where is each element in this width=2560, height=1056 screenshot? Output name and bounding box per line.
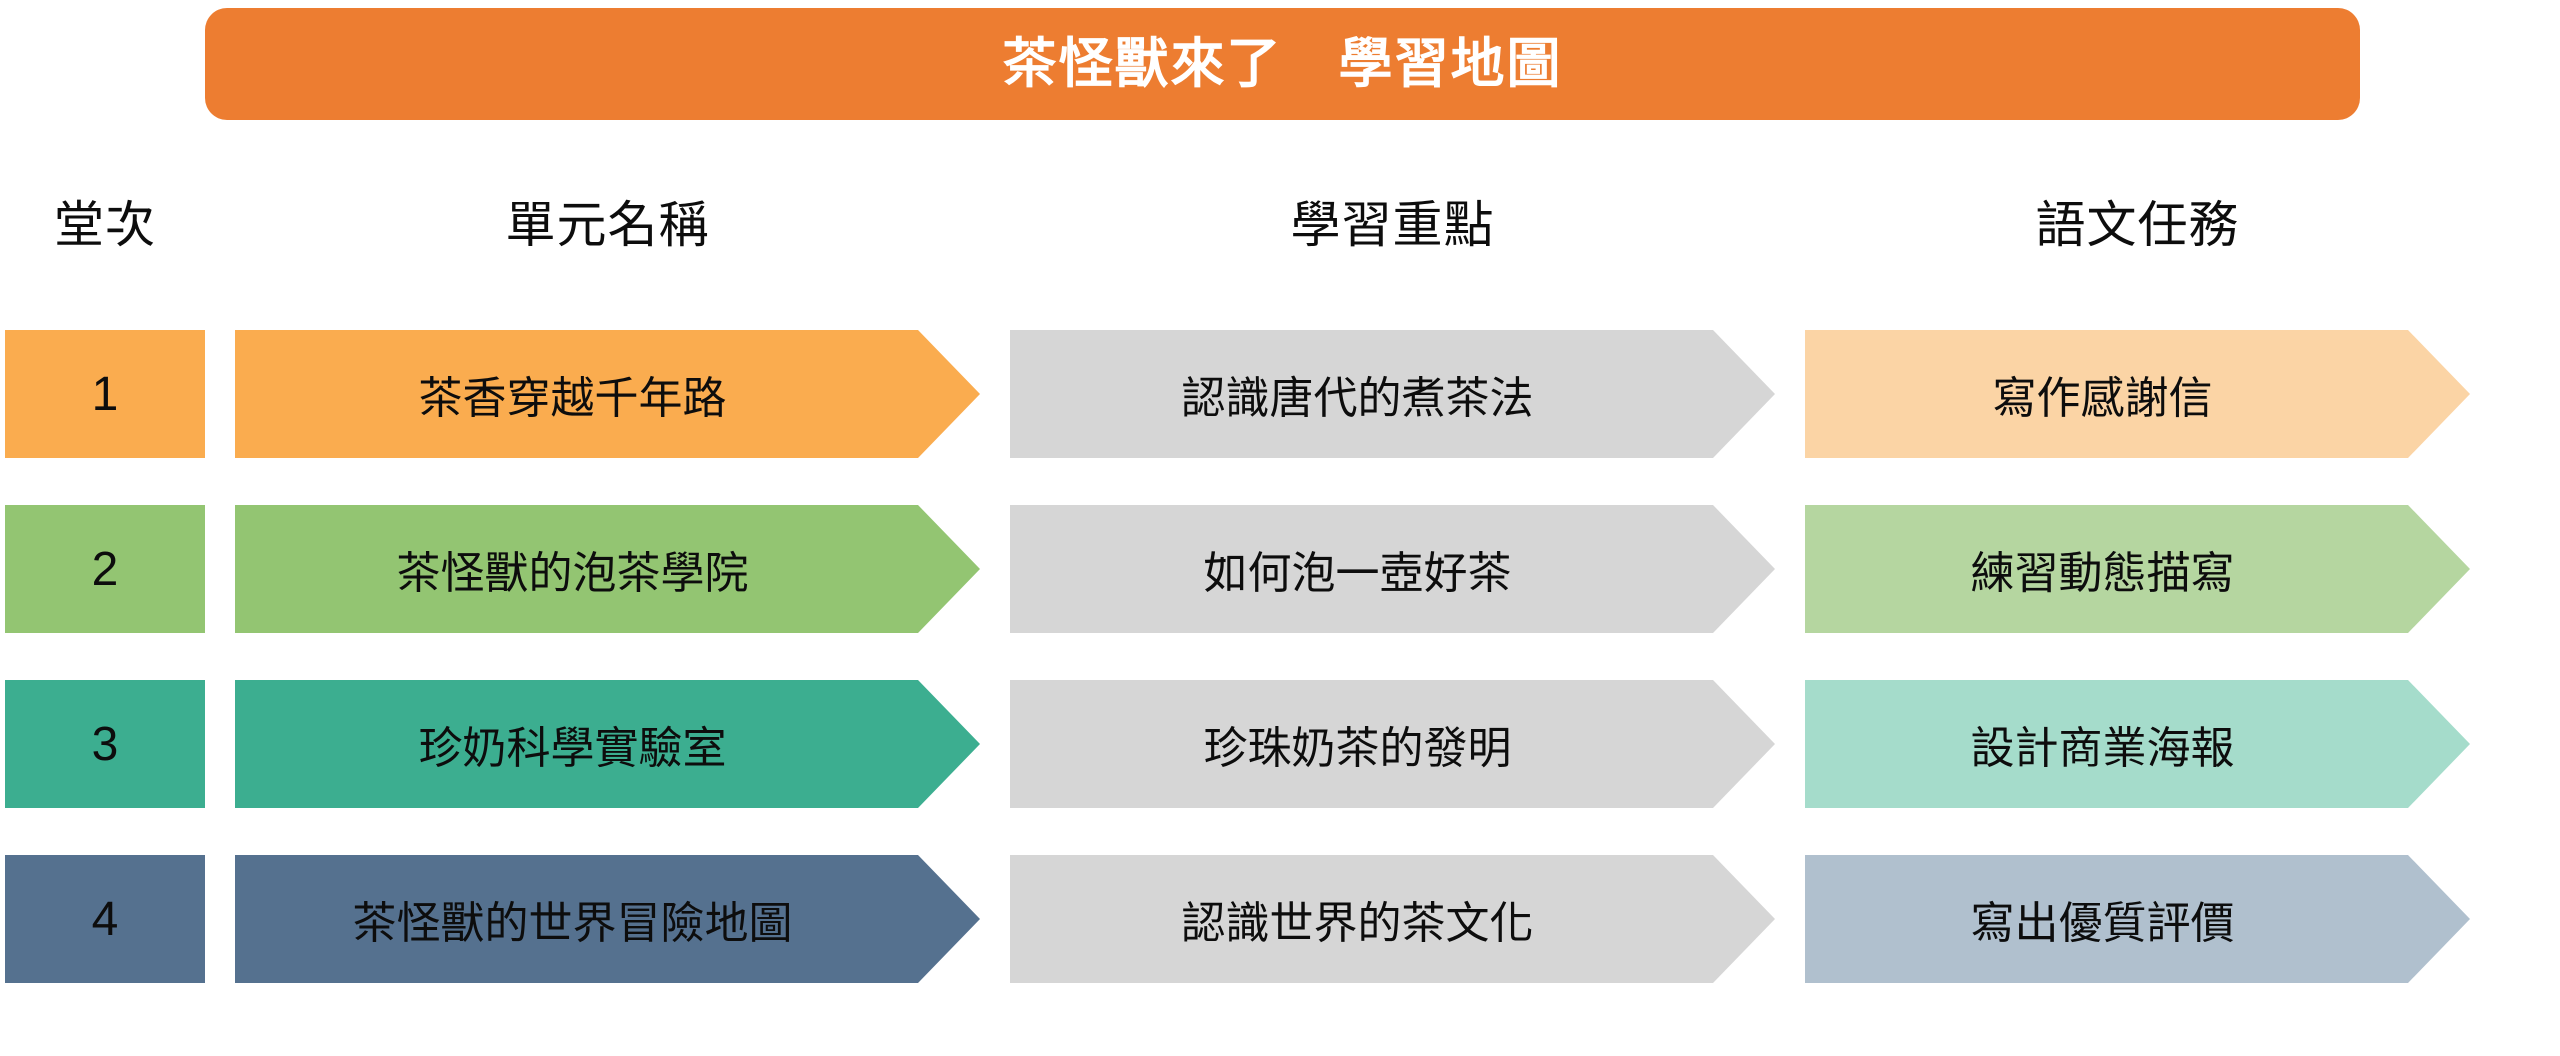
unit-name-cell: 茶怪獸的世界冒險地圖 xyxy=(235,855,980,983)
table-row: 3 珍奶科學實驗室 珍珠奶茶的發明 設計商業海報 xyxy=(0,680,2560,808)
column-header-learning-focus: 學習重點 xyxy=(1290,197,1495,253)
table-row: 1 茶香穿越千年路 認識唐代的煮茶法 寫作感謝信 xyxy=(0,330,2560,458)
lesson-no-cell: 1 xyxy=(5,330,205,458)
column-header-language-task: 語文任務 xyxy=(2035,197,2240,253)
language-task-cell: 寫作感謝信 xyxy=(1805,330,2470,458)
title-banner: 茶怪獸來了 學習地圖 xyxy=(205,8,2360,120)
language-task-cell: 設計商業海報 xyxy=(1805,680,2470,808)
language-task-cell: 寫出優質評價 xyxy=(1805,855,2470,983)
page-title: 茶怪獸來了 學習地圖 xyxy=(1002,34,1563,94)
learning-focus-cell: 如何泡一壺好茶 xyxy=(1010,505,1775,633)
learning-focus-cell: 認識唐代的煮茶法 xyxy=(1010,330,1775,458)
unit-name-cell: 珍奶科學實驗室 xyxy=(235,680,980,808)
column-header-lesson-no: 堂次 xyxy=(54,197,156,253)
unit-name-cell: 茶香穿越千年路 xyxy=(235,330,980,458)
table-row: 2 茶怪獸的泡茶學院 如何泡一壺好茶 練習動態描寫 xyxy=(0,505,2560,633)
language-task-cell: 練習動態描寫 xyxy=(1805,505,2470,633)
lesson-no-cell: 4 xyxy=(5,855,205,983)
table-row: 4 茶怪獸的世界冒險地圖 認識世界的茶文化 寫出優質評價 xyxy=(0,855,2560,983)
lesson-no-cell: 2 xyxy=(5,505,205,633)
unit-name-cell: 茶怪獸的泡茶學院 xyxy=(235,505,980,633)
learning-focus-cell: 認識世界的茶文化 xyxy=(1010,855,1775,983)
learning-focus-cell: 珍珠奶茶的發明 xyxy=(1010,680,1775,808)
lesson-no-cell: 3 xyxy=(5,680,205,808)
column-header-unit-name: 單元名稱 xyxy=(505,197,710,253)
